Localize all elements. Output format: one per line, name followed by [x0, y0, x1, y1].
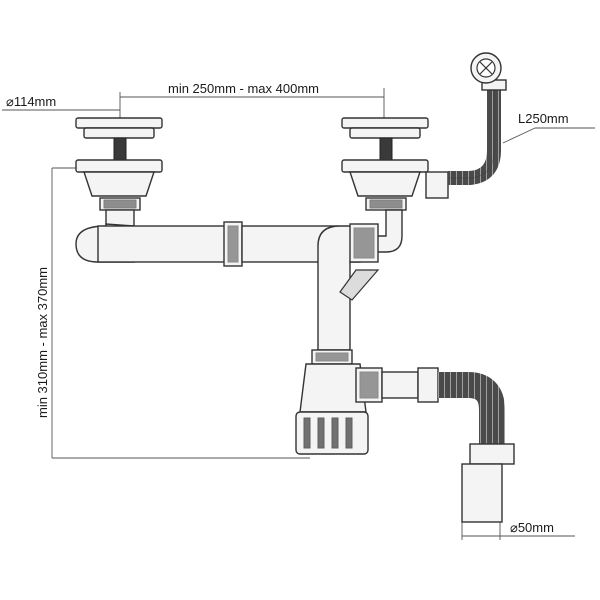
trap-outlet-nut-grip — [359, 371, 379, 399]
outlet-hose-collar — [417, 367, 439, 403]
pipe-coupling-grip — [227, 225, 239, 263]
trap-top-nut-grip — [315, 352, 349, 362]
right-bowl-body — [349, 171, 421, 197]
right-nut-grip — [369, 199, 403, 209]
right-strainer-stem — [379, 137, 393, 161]
label-bowl-distance: min 250mm - max 400mm — [168, 81, 319, 96]
tee-side-nut-grip — [353, 227, 375, 259]
bottle-trap — [295, 349, 439, 455]
label-hose-length: L250mm — [518, 111, 569, 126]
right-bowl-flange — [341, 159, 429, 173]
left-strainer-basket-top — [83, 127, 155, 139]
overflow-hose — [448, 52, 507, 185]
label-outlet-diameter: ⌀50mm — [510, 520, 554, 535]
dim-leader-hose — [502, 127, 536, 144]
left-sink-strainer — [75, 117, 163, 227]
overflow-connector — [425, 171, 449, 199]
pipe-left-section — [97, 225, 229, 263]
right-elbow — [375, 209, 403, 253]
right-sink-strainer — [341, 117, 449, 253]
left-bowl-flange — [75, 159, 163, 173]
dimension-lines — [2, 88, 595, 540]
outlet-hose-body — [438, 372, 505, 448]
outlet-pipe-end — [461, 463, 503, 523]
left-strainer-plate — [75, 117, 163, 129]
right-strainer-plate — [341, 117, 429, 129]
left-strainer-stem — [113, 137, 127, 161]
outlet-reducer — [469, 443, 515, 465]
overflow-hose-body — [448, 88, 501, 185]
trap-cap-ribs — [303, 417, 353, 449]
appliance-spigot — [339, 269, 380, 301]
outlet-hose — [438, 372, 515, 523]
connecting-pipe — [75, 221, 380, 351]
dimension-labels: ⌀114mm min 250mm - max 400mm L250mm min … — [6, 81, 569, 535]
right-strainer-basket-top — [349, 127, 421, 139]
label-height-range: min 310mm - max 370mm — [35, 267, 50, 418]
trap-outlet-pipe — [381, 371, 419, 399]
left-nut-grip — [103, 199, 137, 209]
left-bowl-body — [83, 171, 155, 197]
label-strainer-diameter: ⌀114mm — [6, 94, 56, 109]
